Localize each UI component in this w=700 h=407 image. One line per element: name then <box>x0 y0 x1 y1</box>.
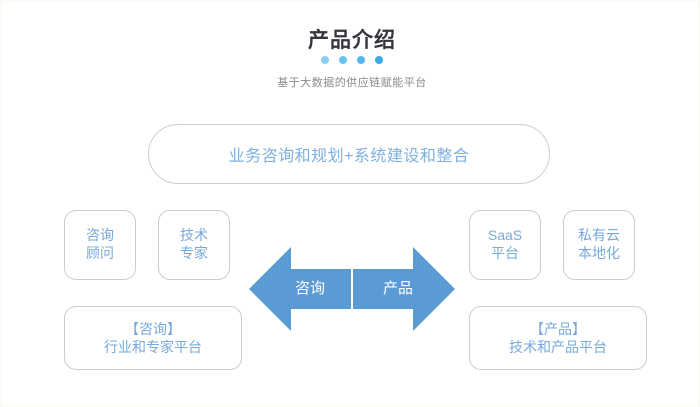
platform-line1: 【咨询】 <box>125 320 181 337</box>
arrow-left-icon <box>249 245 351 333</box>
capability-line1: 咨询 <box>86 227 114 244</box>
page-title: 产品介绍 <box>308 29 396 52</box>
capability-box-technical-expert: 技术 专家 <box>158 210 230 280</box>
arrow-right-icon <box>353 245 455 333</box>
dot-3-icon <box>357 56 365 64</box>
banner-pill: 业务咨询和规划+系统建设和整合 <box>148 124 550 184</box>
capability-line2: 顾问 <box>86 245 114 261</box>
capability-box-saas-platform: SaaS 平台 <box>469 210 541 280</box>
title-dot-decoration <box>2 56 700 64</box>
dot-4-icon <box>375 56 383 64</box>
capability-line2: 平台 <box>491 245 519 261</box>
platform-box-consulting: 【咨询】 行业和专家平台 <box>64 306 242 370</box>
platform-line1: 【产品】 <box>530 320 586 337</box>
capability-line2: 专家 <box>180 245 208 261</box>
platform-line2: 行业和专家平台 <box>104 339 202 355</box>
capability-line1: 技术 <box>180 227 208 244</box>
dot-1-icon <box>321 56 329 64</box>
platform-line2: 技术和产品平台 <box>509 339 607 355</box>
capability-line2: 本地化 <box>578 245 620 261</box>
capability-box-consulting-advisor: 咨询 顾问 <box>64 210 136 280</box>
page-subtitle: 基于大数据的供应链赋能平台 <box>277 77 427 89</box>
capability-box-private-cloud: 私有云 本地化 <box>563 210 635 280</box>
capability-line1: 私有云 <box>578 227 620 244</box>
dot-2-icon <box>339 56 347 64</box>
banner-label: 业务咨询和规划+系统建设和整合 <box>228 148 470 165</box>
platform-box-product: 【产品】 技术和产品平台 <box>469 306 647 370</box>
capability-line1: SaaS <box>487 227 523 244</box>
